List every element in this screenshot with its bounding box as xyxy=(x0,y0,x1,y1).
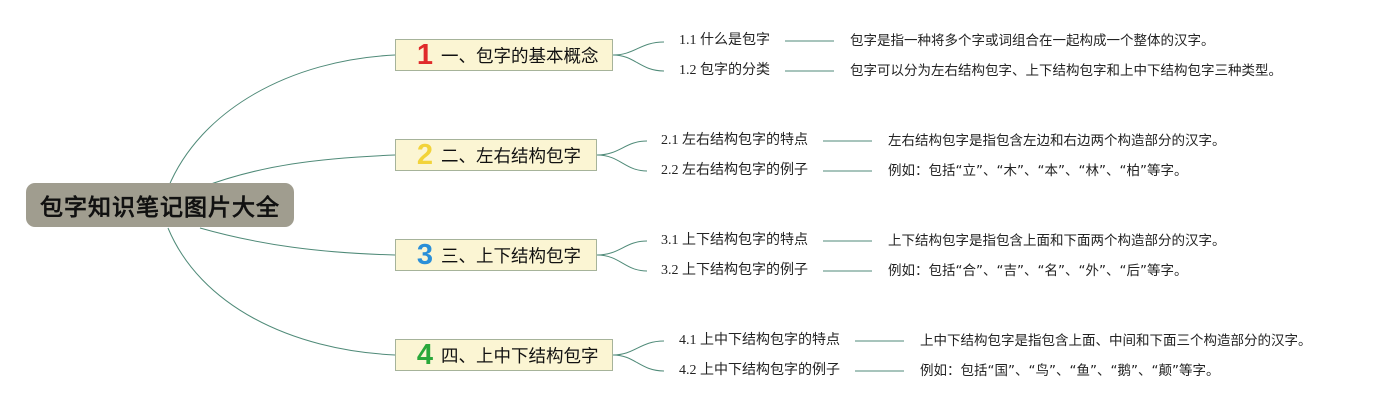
topic-label: 一、包字的基本概念 xyxy=(441,46,599,67)
detail-3-2[interactable]: 例如：包括“合”、“吉”、“名”、“外”、“后”等字。 xyxy=(888,263,1188,279)
subtopic-4-1[interactable]: 4.1 上中下结构包字的特点 xyxy=(679,333,840,348)
topic-node-1[interactable]: 1 一、包字的基本概念 xyxy=(395,39,613,71)
detail-2-1[interactable]: 左右结构包字是指包含左边和右边两个构造部分的汉字。 xyxy=(888,133,1226,149)
number-3-icon: 3 xyxy=(416,238,434,271)
topic-label: 四、上中下结构包字 xyxy=(441,346,599,367)
subtopic-4-2[interactable]: 4.2 上中下结构包字的例子 xyxy=(679,363,840,378)
detail-2-2[interactable]: 例如：包括“立”、“木”、“本”、“林”、“柏”等字。 xyxy=(888,163,1188,179)
detail-1-1[interactable]: 包字是指一种将多个字或词组合在一起构成一个整体的汉字。 xyxy=(850,33,1215,49)
detail-1-2[interactable]: 包字可以分为左右结构包字、上下结构包字和上中下结构包字三种类型。 xyxy=(850,63,1282,79)
link-root-topic-1 xyxy=(167,54,396,189)
link-topic-2-sub-2 xyxy=(596,154,648,172)
topic-node-2[interactable]: 2 二、左右结构包字 xyxy=(395,139,597,171)
subtopic-2-1[interactable]: 2.1 左右结构包字的特点 xyxy=(661,133,808,148)
number-4-icon: 4 xyxy=(416,338,434,371)
subtopic-3-2[interactable]: 3.2 上下结构包字的例子 xyxy=(661,263,808,278)
link-topic-3-sub-2 xyxy=(596,254,648,272)
root-node[interactable]: 包字知识笔记图片大全 xyxy=(26,183,294,227)
link-topic-3-sub-1 xyxy=(596,240,648,256)
link-topic-1-sub-1 xyxy=(612,41,665,56)
detail-3-1[interactable]: 上下结构包字是指包含上面和下面两个构造部分的汉字。 xyxy=(888,233,1226,249)
link-topic-1-sub-2 xyxy=(612,54,665,72)
subtopic-3-1[interactable]: 3.1 上下结构包字的特点 xyxy=(661,233,808,248)
number-2-icon: 2 xyxy=(416,138,434,171)
link-root-topic-2 xyxy=(199,154,396,189)
topic-node-4[interactable]: 4 四、上中下结构包字 xyxy=(395,339,613,371)
subtopic-1-1[interactable]: 1.1 什么是包字 xyxy=(679,33,770,48)
subtopic-2-2[interactable]: 2.2 左右结构包字的例子 xyxy=(661,163,808,178)
subtopic-1-2[interactable]: 1.2 包字的分类 xyxy=(679,63,770,78)
detail-4-2[interactable]: 例如：包括“国”、“鸟”、“鱼”、“鹅”、“颠”等字。 xyxy=(920,363,1220,379)
root-label: 包字知识笔记图片大全 xyxy=(40,195,280,221)
detail-4-1[interactable]: 上中下结构包字是指包含上面、中间和下面三个构造部分的汉字。 xyxy=(920,333,1312,349)
link-root-topic-4 xyxy=(167,227,396,356)
topic-node-3[interactable]: 3 三、上下结构包字 xyxy=(395,239,597,271)
topic-label: 二、左右结构包字 xyxy=(441,146,581,167)
number-1-icon: 1 xyxy=(416,38,434,71)
link-topic-2-sub-1 xyxy=(596,140,648,156)
link-topic-4-sub-2 xyxy=(612,354,665,372)
link-topic-4-sub-1 xyxy=(612,340,665,356)
topic-label: 三、上下结构包字 xyxy=(441,246,581,267)
link-root-topic-3 xyxy=(199,227,396,256)
